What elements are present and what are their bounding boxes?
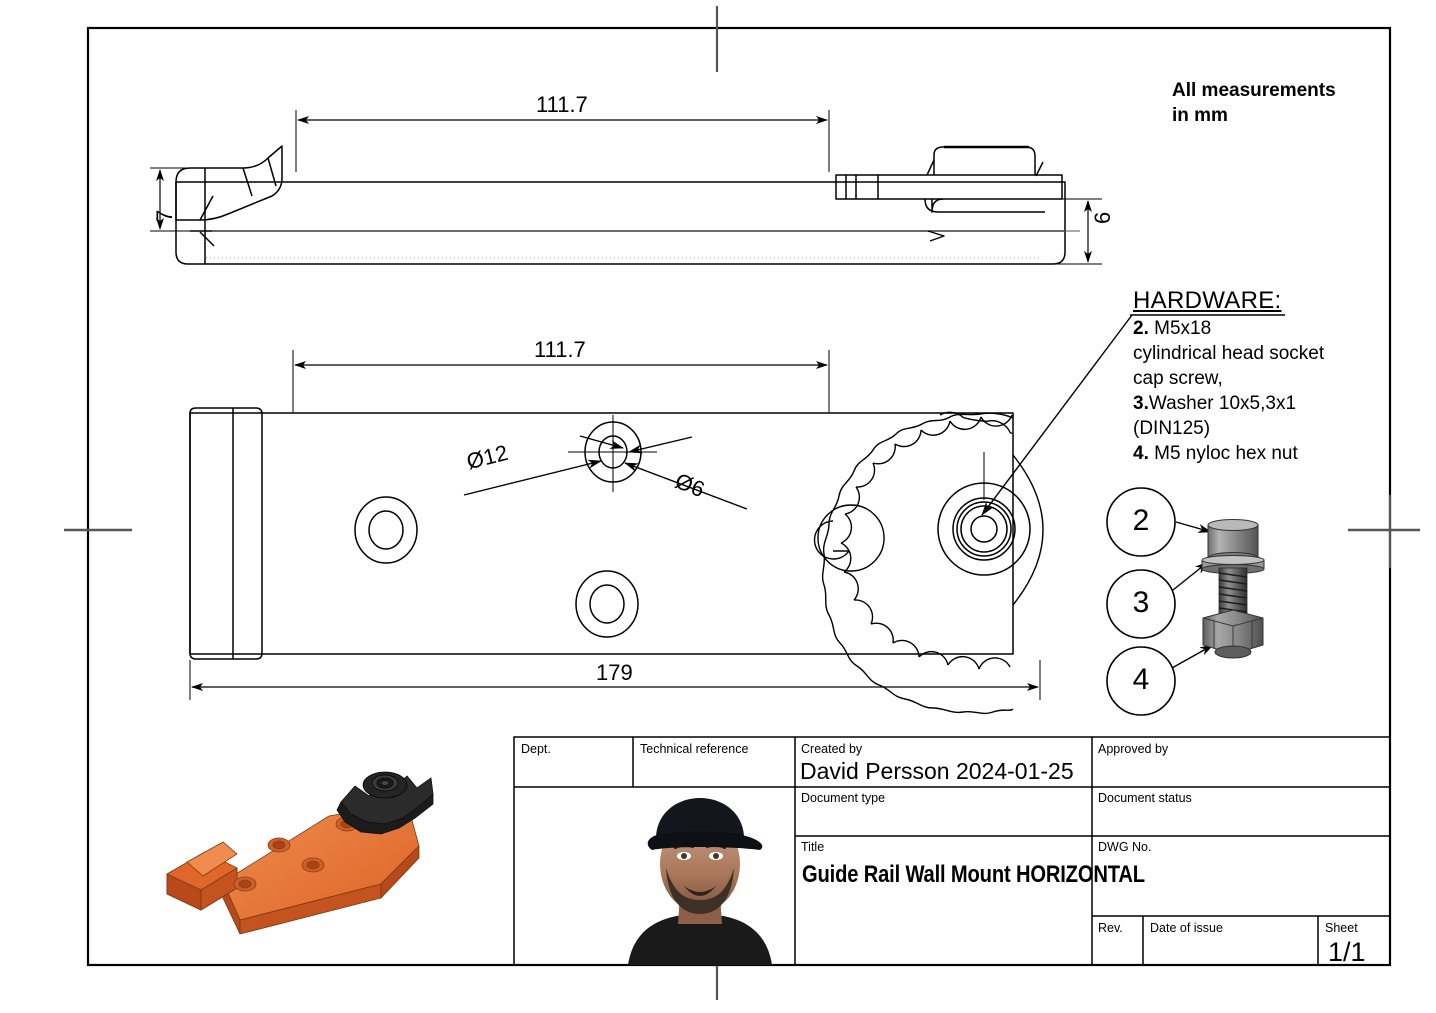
- sprocket-3d: [336, 771, 434, 835]
- tb-title-value: Guide Rail Wall Mount HORIZONTAL: [802, 861, 1145, 888]
- balloon-label-4: 4: [1132, 663, 1150, 696]
- tb-dwgno-label: DWG No.: [1098, 840, 1152, 854]
- tb-sheet-label: Sheet: [1325, 921, 1358, 935]
- hardware-note: HARDWARE: 2. M5x18 cylindrical head sock…: [1133, 288, 1383, 466]
- dimensioned-hole: [568, 415, 657, 492]
- hardware-line: (DIN125): [1133, 418, 1211, 439]
- dim-side-height-left: 7: [152, 209, 177, 222]
- counterbore-hole-1: [354, 496, 418, 564]
- sprocket: [813, 411, 1044, 715]
- balloon-label-3: 3: [1132, 586, 1150, 619]
- hardware-assembly: [1201, 519, 1265, 659]
- balloon-3: [1106, 569, 1176, 639]
- tb-dept-label: Dept.: [521, 742, 551, 756]
- hardware-heading: HARDWARE:: [1133, 287, 1282, 314]
- tb-docstatus-label: Document status: [1098, 791, 1192, 805]
- units-note: All measurements in mm: [1172, 80, 1336, 126]
- counterbore-hole-2: [575, 570, 639, 638]
- balloon-2: [1106, 487, 1176, 557]
- balloon-callouts: [1106, 487, 1176, 716]
- dim-side-length: 111.7: [536, 92, 588, 117]
- hardware-line: 4. M5 nyloc hex nut: [1133, 443, 1298, 464]
- tb-title-label: Title: [801, 840, 825, 854]
- author-photo: [628, 798, 772, 965]
- hardware-line: cap screw,: [1133, 368, 1223, 389]
- tb-sheet-value: 1/1: [1328, 937, 1366, 967]
- dim-top-length: 111.7: [534, 337, 586, 362]
- top-view-dimensions: [189, 314, 1285, 700]
- balloon-label-2: 2: [1132, 504, 1150, 537]
- balloon-4: [1106, 646, 1176, 716]
- title-block-grid: [513, 736, 1391, 966]
- side-elevation-view: [160, 145, 1080, 265]
- hardware-line: 2. M5x18: [1133, 318, 1212, 339]
- dim-side-height-right: 6: [1090, 211, 1115, 224]
- tb-doctype-label: Document type: [801, 791, 886, 805]
- tb-approvedby-label: Approved by: [1098, 742, 1169, 756]
- tb-rev-label: Rev.: [1098, 921, 1123, 935]
- isometric-part-render: [166, 771, 434, 935]
- tb-dateofissue-label: Date of issue: [1150, 921, 1223, 935]
- tb-createdby-label: Created by: [801, 742, 863, 756]
- dim-overall-length: 179: [596, 660, 633, 685]
- tb-techref-label: Technical reference: [640, 742, 749, 756]
- side-view-dimensions: [150, 110, 1102, 265]
- tb-createdby-value: David Persson 2024-01-25: [800, 758, 1074, 784]
- hardware-line: 3.Washer 10x5,3x1: [1133, 393, 1297, 414]
- top-plan-view: [189, 407, 1044, 715]
- hardware-line: cylindrical head socket: [1133, 343, 1325, 364]
